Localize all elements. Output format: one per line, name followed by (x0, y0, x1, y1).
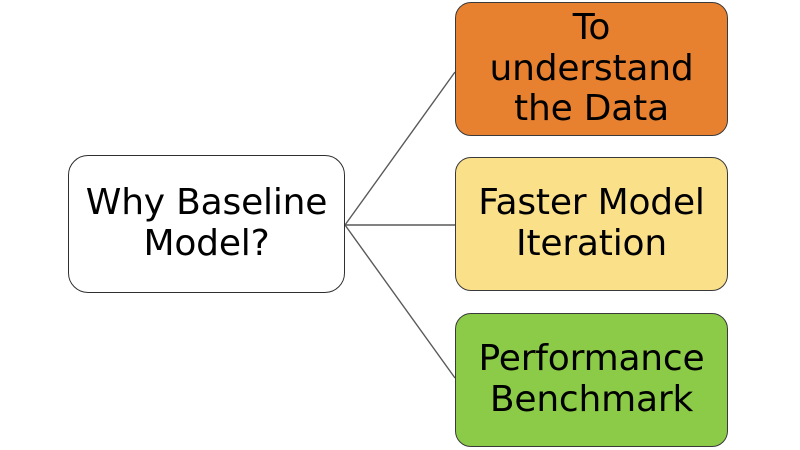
branch-node-faster-iteration[interactable]: Faster Model Iteration (455, 157, 728, 291)
branch-node-label-faster-iteration: Faster Model Iteration (478, 182, 705, 264)
root-node-why-baseline-model[interactable]: Why Baseline Model? (68, 155, 345, 293)
branch-node-performance-benchmark[interactable]: Performance Benchmark (455, 313, 728, 447)
branch-node-label-performance-benchmark: Performance Benchmark (478, 338, 705, 420)
branch-node-understand-data[interactable]: To understand the Data (455, 2, 728, 136)
connector-root-to-understand-data (344, 71, 456, 226)
root-node-label: Why Baseline Model? (85, 182, 328, 264)
branch-node-label-understand-data: To understand the Data (489, 6, 694, 130)
connector-root-to-performance-benchmark (344, 224, 456, 379)
